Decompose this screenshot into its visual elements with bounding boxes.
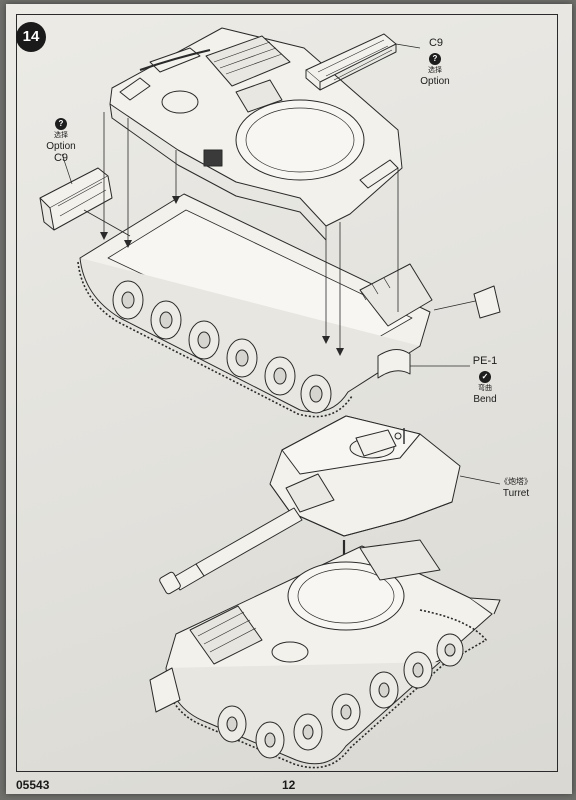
c9-top-option-en: Option bbox=[420, 76, 450, 87]
lower-hull-tub bbox=[77, 193, 433, 418]
turret-label-cn: 《炮塔》 bbox=[500, 477, 532, 486]
page-number: 12 bbox=[282, 778, 296, 792]
option-icon: ? bbox=[429, 53, 441, 65]
pe-1-part bbox=[377, 285, 501, 379]
option-icon: ? bbox=[55, 118, 67, 130]
assembly-arrowheads bbox=[100, 196, 344, 356]
pe1-bend-cn: 弯曲 bbox=[478, 385, 492, 392]
road-wheels-final bbox=[217, 633, 464, 759]
c9-left-option-en: Option bbox=[46, 141, 76, 152]
c9-left-option-cn: 选择 bbox=[54, 132, 68, 139]
c9-top-part-label: C9 bbox=[428, 37, 444, 49]
step-number-badge: 14 bbox=[16, 22, 46, 52]
kit-code: 05543 bbox=[16, 778, 50, 792]
completed-hull bbox=[149, 539, 501, 769]
turret-leader-line bbox=[459, 475, 501, 485]
option-part-c9-top bbox=[305, 33, 421, 91]
gun-barrel bbox=[159, 507, 303, 595]
turret-label-en: Turret bbox=[502, 488, 530, 499]
c9-left-part-label: C9 bbox=[53, 152, 69, 164]
assembly-guide-lines bbox=[83, 112, 481, 367]
page-frame bbox=[16, 14, 558, 772]
pe1-bend-en: Bend bbox=[473, 394, 497, 405]
c9-top-option-cn: 选择 bbox=[428, 67, 442, 74]
option-part-c9-left bbox=[39, 153, 113, 231]
check-icon: ✓ bbox=[479, 371, 491, 383]
pe1-part-label: PE-1 bbox=[472, 355, 498, 367]
road-wheels-lower bbox=[112, 280, 332, 414]
turret bbox=[269, 415, 461, 537]
